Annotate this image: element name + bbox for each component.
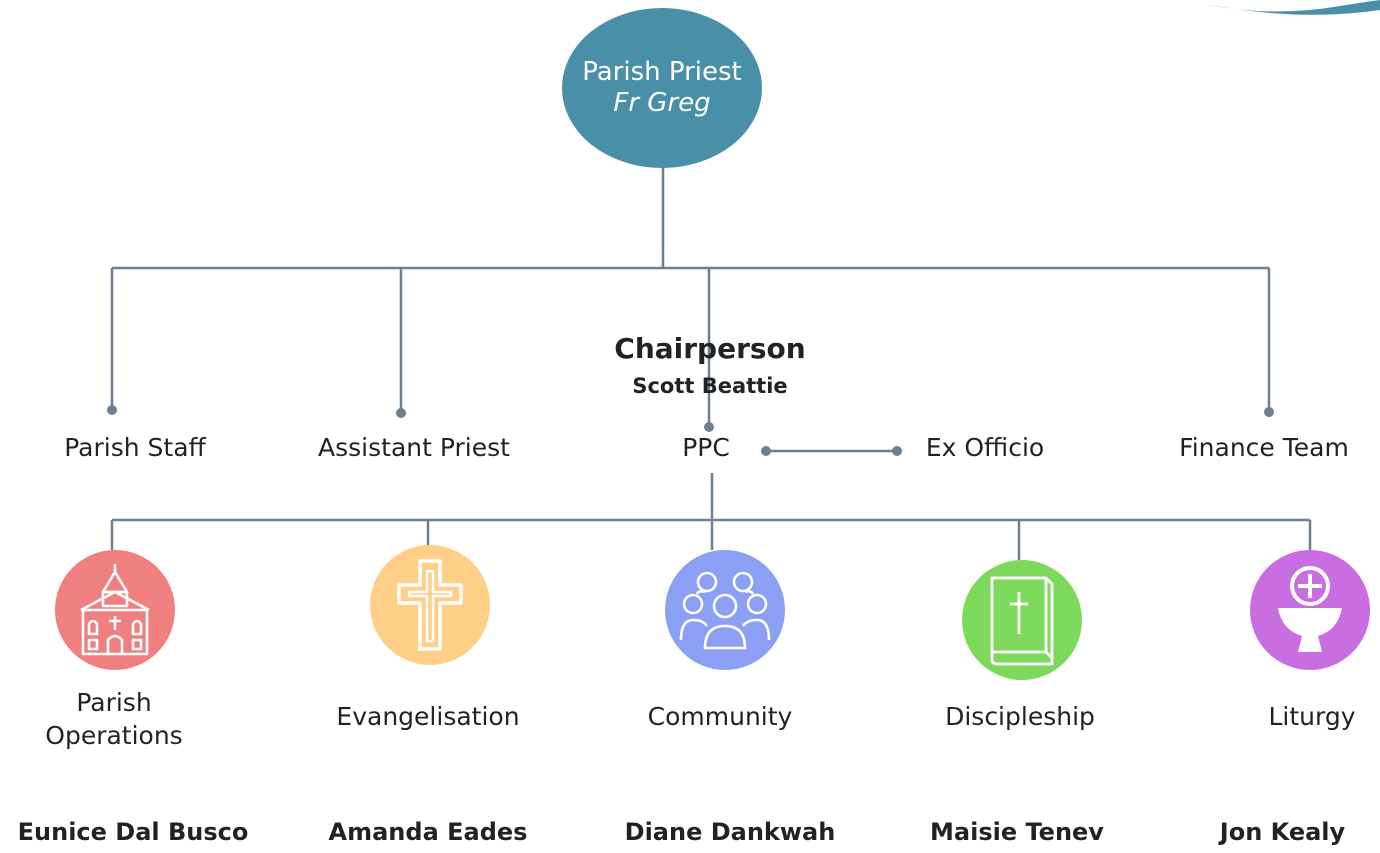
parish-priest-node: Parish Priest Fr Greg bbox=[562, 8, 762, 168]
person-name: Eunice Dal Busco bbox=[17, 818, 249, 846]
discipleship-circle bbox=[962, 560, 1082, 680]
ppc-label: PPC bbox=[682, 433, 730, 462]
ministry-label: Community bbox=[647, 702, 793, 731]
community-icon bbox=[679, 571, 771, 650]
ex-officio-label: Ex Officio bbox=[925, 433, 1045, 462]
root-name: Fr Greg bbox=[613, 88, 711, 118]
chalice-icon bbox=[1278, 566, 1342, 652]
assistant-priest-label: Assistant Priest bbox=[318, 433, 510, 462]
church-icon bbox=[80, 564, 150, 656]
bible-icon bbox=[990, 576, 1054, 666]
root-title: Parish Priest bbox=[582, 56, 742, 87]
ministry-label-line: Parish bbox=[76, 688, 152, 717]
finance-team-label: Finance Team bbox=[1179, 433, 1349, 462]
evangelisation-circle bbox=[370, 545, 490, 665]
person-name: Diane Dankwah bbox=[624, 818, 836, 846]
chairperson-title: Chairperson bbox=[614, 332, 806, 365]
liturgy-circle bbox=[1250, 550, 1370, 670]
ministry-label: Parish Operations bbox=[20, 686, 208, 752]
chairperson-name: Scott Beattie bbox=[632, 374, 788, 398]
community-circle bbox=[665, 550, 785, 670]
cross-icon bbox=[397, 559, 463, 651]
ministry-label: Liturgy bbox=[1268, 702, 1356, 731]
ministry-label-line: Operations bbox=[45, 721, 183, 750]
parish-operations-circle bbox=[55, 550, 175, 670]
ministry-label: Discipleship bbox=[945, 702, 1095, 731]
logo-wave bbox=[1205, 0, 1380, 15]
person-name: Amanda Eades bbox=[328, 818, 528, 846]
person-name: Maisie Tenev bbox=[930, 818, 1104, 846]
parish-staff-label: Parish Staff bbox=[64, 433, 206, 462]
ministry-label: Evangelisation bbox=[336, 702, 520, 731]
person-name: Jon Kealy bbox=[1219, 818, 1346, 846]
